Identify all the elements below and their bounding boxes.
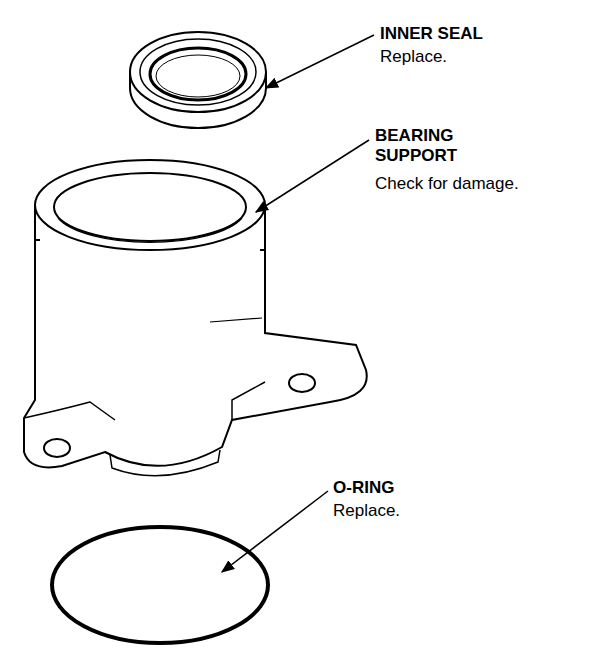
- part-name: INNER SEAL: [380, 24, 483, 44]
- part-name: O-RING: [333, 478, 394, 498]
- part-note: Replace.: [333, 501, 400, 521]
- bearing-support: [24, 160, 367, 476]
- inner-seal: [130, 32, 266, 128]
- part-note: Replace.: [380, 47, 447, 67]
- o-ring: [52, 527, 268, 643]
- part-note: Check for damage.: [375, 174, 519, 194]
- part-name: BEARING SUPPORT: [375, 126, 487, 166]
